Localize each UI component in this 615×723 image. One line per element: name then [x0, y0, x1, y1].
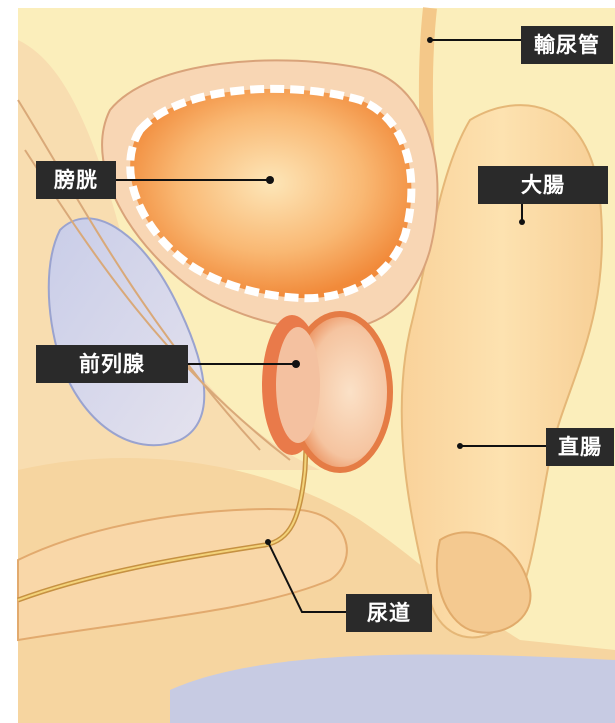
prostate-inner-lobe: [276, 327, 320, 443]
label-prostate: 前列腺: [36, 345, 188, 383]
label-colon: 大腸: [478, 166, 608, 204]
label-bladder: 膀胱: [36, 161, 116, 199]
label-rectum: 直腸: [546, 428, 614, 466]
label-ureter: 輸尿管: [521, 26, 613, 64]
label-urethra: 尿道: [346, 594, 432, 632]
